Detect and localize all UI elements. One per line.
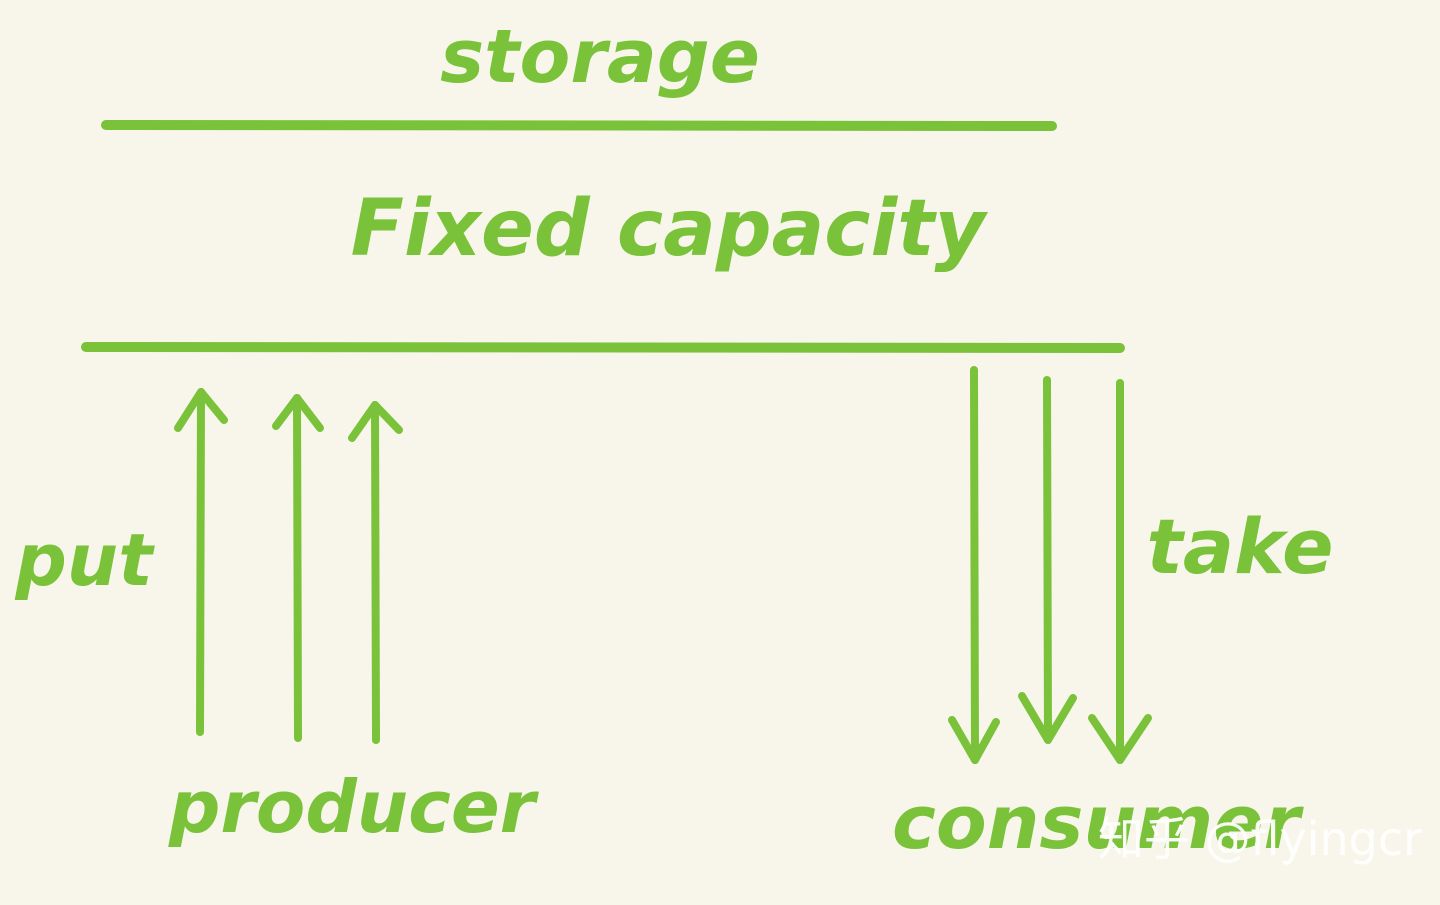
producer-label: producer: [168, 765, 540, 849]
take-label: take: [1147, 502, 1334, 591]
take-arrow-3: [1088, 379, 1152, 764]
fixed-capacity-label: Fixed capacity: [351, 184, 989, 274]
take-arrows: [948, 366, 1152, 764]
put-arrow-2: [272, 394, 324, 742]
storage-label: storage: [440, 14, 760, 100]
consumer-label: consumer: [892, 780, 1304, 866]
put-arrow-3: [348, 401, 403, 744]
put-arrows: [174, 388, 403, 744]
storage-bottom-line: [81, 342, 1125, 353]
storage-top-line: [101, 120, 1057, 131]
take-arrow-1: [948, 366, 1000, 764]
watermark-text: 知乎 @flyingcr: [1098, 812, 1422, 866]
put-arrow-1: [174, 388, 228, 736]
take-arrow-2: [1018, 376, 1077, 744]
put-label: put: [14, 518, 155, 602]
